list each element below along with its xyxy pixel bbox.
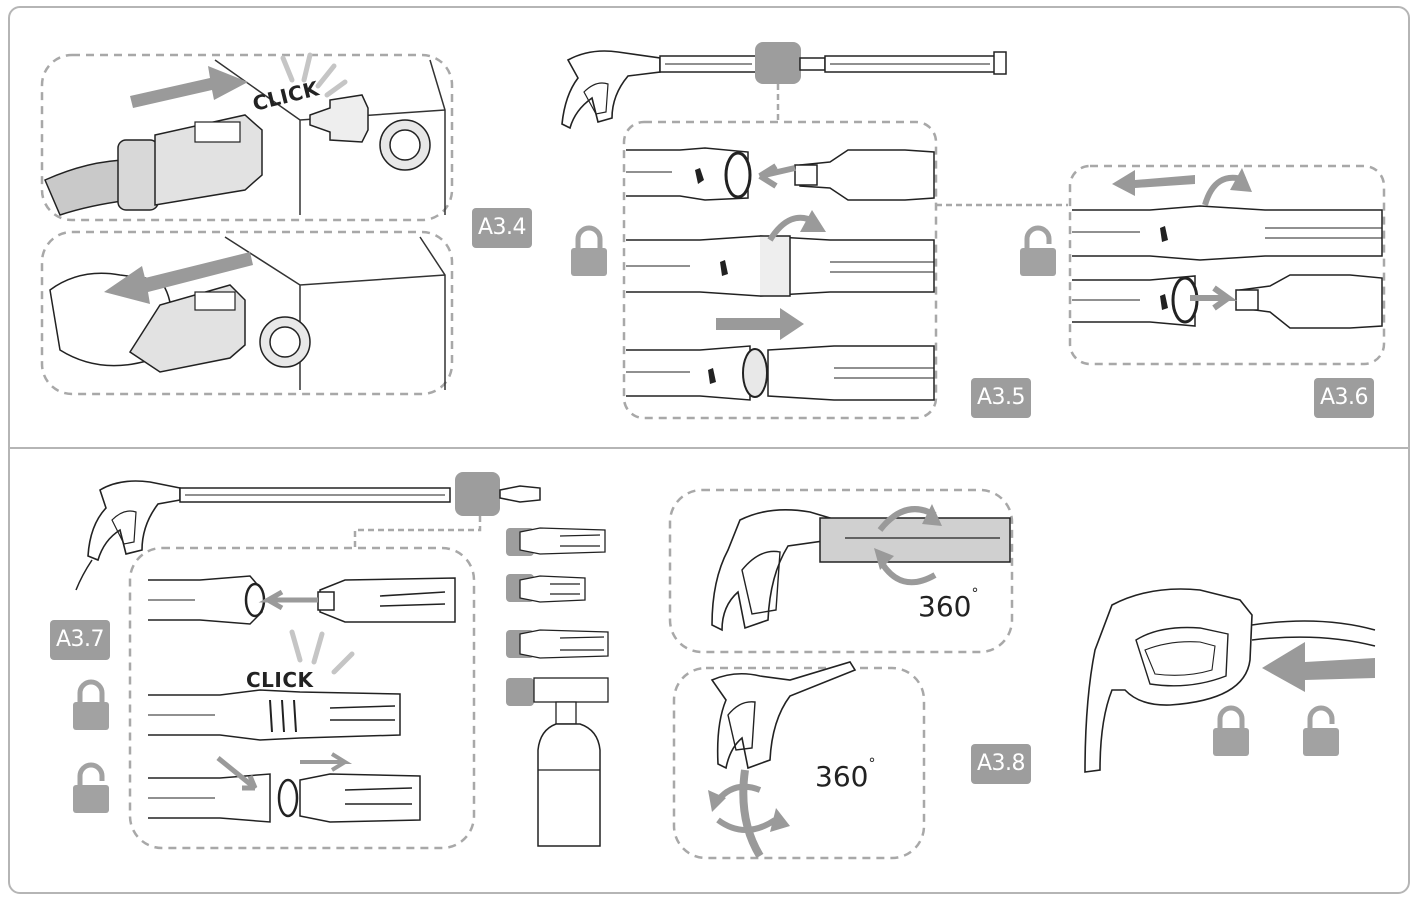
a37-nozzle-detail-panel (128, 546, 476, 850)
section-divider (8, 447, 1410, 449)
step-label-a38: A3.8 (971, 744, 1032, 784)
a36-release-panel (1068, 164, 1386, 366)
a34-hose-click-panel (40, 52, 454, 222)
manual-frame (8, 6, 1410, 894)
padlock-closed-icon (571, 228, 607, 276)
padlock-open-icon (73, 765, 109, 813)
click-text: CLICK (246, 668, 314, 692)
padlock-open-icon (1020, 228, 1056, 276)
a34-hose-release-panel (40, 230, 454, 396)
step-label-a35: A3.5 (971, 378, 1032, 418)
rotation-label-lance: 360° (918, 586, 979, 623)
step-label-a36: A3.6 (1314, 378, 1375, 418)
rotation-label-hose: 360° (815, 756, 876, 793)
step-label-a34: A3.4 (472, 208, 533, 248)
padlock-open-icon (1303, 708, 1339, 756)
a38-rotate-lance-panel (668, 488, 1014, 654)
a35-lance-detail-panel (622, 120, 1068, 420)
step-label-a37: A3.7 (50, 620, 111, 660)
padlock-closed-icon (73, 682, 109, 730)
a38-rotate-hose-panel (672, 661, 926, 860)
gun-trigger-lock (1084, 588, 1376, 773)
padlock-closed-icon (1213, 708, 1249, 756)
a37-nozzle-accessories (506, 527, 609, 847)
a35-lance-overview (561, 42, 1007, 130)
a37-lance-overview (75, 472, 541, 591)
